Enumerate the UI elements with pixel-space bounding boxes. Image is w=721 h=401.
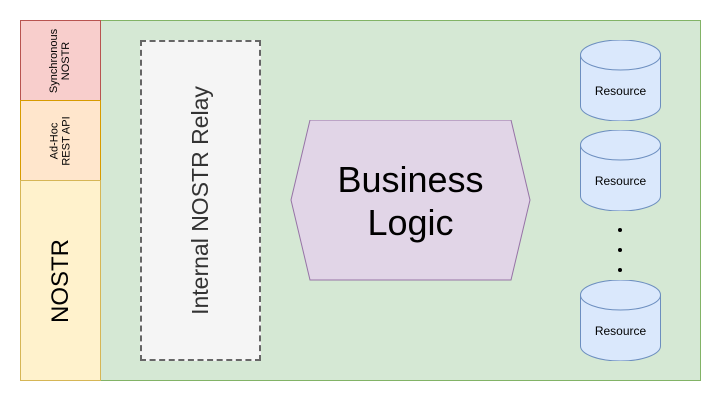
adhoc-rest-api-layer: Ad-Hoc REST API [20, 100, 101, 181]
resource-label: Resource [594, 84, 647, 98]
business-logic-label: Business Logic [337, 158, 484, 243]
synchronous-nostr-layer: Synchronous NOSTR [20, 20, 101, 101]
nostr-layer: NOSTR [20, 180, 101, 381]
business-logic-hexagon [290, 120, 531, 281]
nostr-label: NOSTR [46, 238, 74, 323]
ellipsis-dot [618, 268, 622, 272]
synchronous-nostr-label: Synchronous NOSTR [48, 28, 73, 93]
database-icon [580, 280, 661, 361]
database-icon [580, 40, 661, 121]
business-logic-node: Business Logic [290, 120, 531, 281]
resource-cylinder: Resource [580, 40, 661, 121]
adhoc-rest-api-label: Ad-Hoc REST API [48, 115, 73, 166]
resource-label: Resource [594, 324, 647, 338]
resource-cylinder: Resource [580, 130, 661, 211]
internal-relay-box: Internal NOSTR Relay [140, 40, 261, 361]
resource-cylinder: Resource [580, 280, 661, 361]
ellipsis-dot [618, 228, 622, 232]
database-icon [580, 130, 661, 211]
resource-label: Resource [594, 174, 647, 188]
ellipsis-dot [618, 248, 622, 252]
internal-relay-label: Internal NOSTR Relay [187, 86, 213, 315]
